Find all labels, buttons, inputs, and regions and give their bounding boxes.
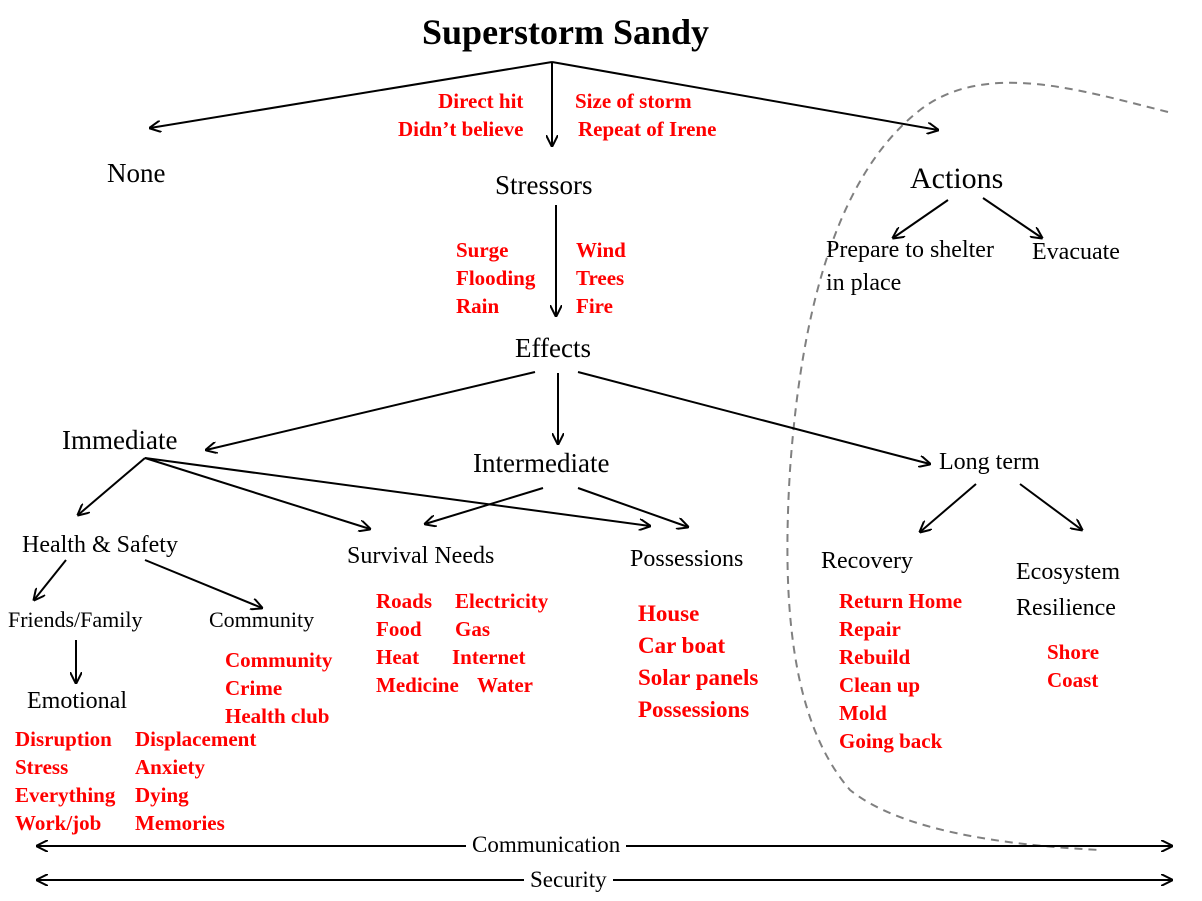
node-evacuate: Evacuate (1032, 239, 1120, 265)
factor-item: Possessions (638, 697, 750, 722)
node-ecosystem-resilience: Ecosystem Resilience (1016, 560, 1120, 620)
factor-item: Solar panels (638, 665, 759, 690)
node-none: None (107, 158, 166, 188)
factor-item: Work/job (15, 811, 102, 835)
factor-item: Electricity (455, 589, 549, 613)
factor-item: Stress (15, 755, 69, 779)
node-recovery: Recovery (821, 548, 913, 574)
factor-item: Going back (839, 729, 943, 753)
arrow-immediate-to-survival (144, 457, 370, 529)
arrow-health-to-community (144, 559, 262, 608)
emotional-factors-right: Displacement Anxiety Dying Memories (135, 725, 256, 837)
actions-boundary-dashed-curve (786, 81, 1169, 851)
survival-factors-right: Electricity Gas Internet Water (452, 587, 549, 699)
factor-item: Flooding (456, 266, 536, 290)
arrow-sandy-to-none (150, 61, 553, 128)
factor-item: Memories (135, 811, 225, 835)
factor-item: Mold (839, 701, 887, 725)
arrow-effects-to-immediate (206, 371, 536, 450)
factor-item: Surge (456, 238, 509, 262)
possessions-factors: House Car boat Solar panels Possessions (638, 598, 758, 726)
factor-item: Size of storm (575, 89, 692, 113)
factor-item: Rebuild (839, 645, 911, 669)
stressor-factors-left: Surge Flooding Rain (456, 236, 535, 320)
community-factors: Community Crime Health club (225, 646, 332, 730)
factor-item: Gas (455, 617, 491, 641)
factor-item: Trees (576, 266, 625, 290)
node-actions: Actions (910, 162, 1004, 195)
node-prepare-to-shelter: Prepare to shelter in place (826, 238, 994, 295)
node-stressors: Stressors (495, 170, 593, 200)
factor-item: Repair (839, 617, 901, 641)
arrow-sandy-to-actions (551, 61, 938, 130)
factor-item: Medicine (376, 673, 459, 697)
factor-item: Crime (225, 676, 283, 700)
node-long-term: Long term (939, 449, 1040, 475)
factor-item: Return Home (839, 589, 963, 613)
node-friends-family: Friends/Family (8, 607, 143, 632)
communication-label: Communication (466, 833, 627, 856)
node-emotional: Emotional (27, 688, 127, 714)
factor-item: Internet (452, 645, 526, 669)
arrow-longterm-to-ecosystem (1019, 483, 1082, 530)
security-label: Security (524, 868, 613, 891)
node-survival-needs: Survival Needs (347, 543, 495, 569)
ecosystem-factors: Shore Coast (1047, 638, 1099, 694)
arrow-effects-to-longterm (577, 371, 930, 464)
factor-item: Shore (1047, 640, 1100, 664)
arrow-longterm-to-recovery (920, 483, 977, 532)
factor-item: Disruption (15, 727, 112, 751)
factor-item: Repeat of Irene (578, 117, 717, 141)
node-possessions: Possessions (630, 546, 744, 572)
factor-item: Car boat (638, 633, 726, 658)
diagram-title: Superstorm Sandy (422, 12, 710, 52)
recovery-factors: Return Home Repair Rebuild Clean up Mold… (839, 587, 962, 755)
ecosystem-line-1: Ecosystem (1016, 559, 1120, 585)
factor-item: Roads (376, 589, 433, 613)
emotional-factors-left: Disruption Stress Everything Work/job (15, 725, 115, 837)
prepare-line-2: in place (826, 270, 902, 296)
sandy-factors-right: Size of storm Repeat of Irene (575, 87, 716, 143)
factor-item: Displacement (135, 727, 257, 751)
factor-item: Dying (135, 783, 189, 807)
factor-item: Water (477, 673, 533, 697)
arrow-immediate-to-health (78, 457, 146, 515)
factor-item: Coast (1047, 668, 1099, 692)
arrow-intermediate-to-survival (425, 487, 544, 524)
factor-item: Wind (576, 238, 626, 262)
arrow-immediate-to-possessions (144, 457, 650, 526)
factor-item: Health club (225, 704, 330, 728)
node-intermediate: Intermediate (473, 448, 610, 478)
arrow-actions-to-evacuate (982, 197, 1042, 238)
factor-item: Anxiety (135, 755, 205, 779)
factor-item: Rain (456, 294, 500, 318)
factor-item: Direct hit (438, 89, 524, 113)
factor-item: Fire (576, 294, 613, 318)
factor-item: Food (376, 617, 422, 641)
ecosystem-line-2: Resilience (1016, 595, 1116, 621)
stressor-factors-right: Wind Trees Fire (576, 236, 626, 320)
arrow-actions-to-prepare (893, 199, 949, 238)
factor-item: House (638, 601, 700, 626)
node-immediate: Immediate (62, 425, 178, 455)
factor-item: Clean up (839, 673, 921, 697)
factor-item: Everything (15, 783, 116, 807)
prepare-line-1: Prepare to shelter (826, 237, 994, 263)
survival-factors-left: Roads Food Heat Medicine (376, 587, 459, 699)
factor-item: Didn’t believe (398, 117, 524, 141)
node-community: Community (209, 607, 315, 632)
factor-item: Heat (376, 645, 420, 669)
arrow-health-to-family (34, 559, 67, 600)
arrow-intermediate-to-possessions (577, 487, 688, 527)
node-effects: Effects (515, 333, 591, 363)
factor-item: Community (225, 648, 333, 672)
sandy-factors-left: Direct hit Didn’t believe (398, 87, 524, 143)
node-health-safety: Health & Safety (22, 532, 178, 558)
